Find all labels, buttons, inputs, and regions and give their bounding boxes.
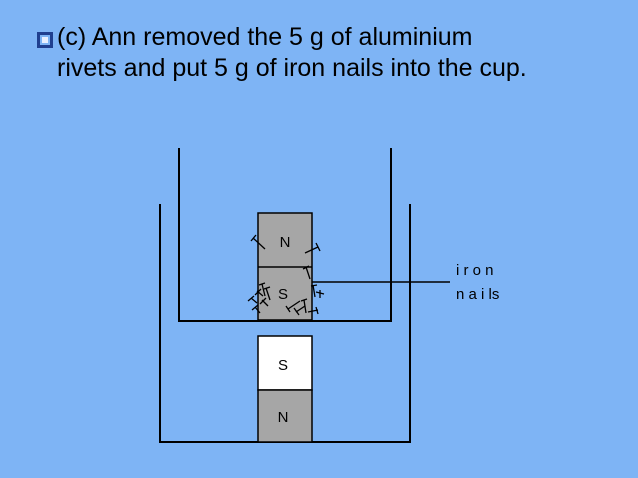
lower-magnet-south [257, 335, 313, 391]
cup [178, 148, 392, 322]
iron-label-line-1: i r o n [456, 262, 494, 279]
upper-magnet-south-label: S [278, 286, 288, 303]
slide-text: (c) Ann removed the 5 g of aluminium riv… [57, 22, 627, 84]
slide-text-line-2: rivets and put 5 g of iron nails into th… [57, 54, 527, 82]
lower-magnet-north-label: N [278, 409, 289, 426]
iron-nails [247, 234, 325, 316]
iron-label-line-2: n a i ls [456, 286, 499, 303]
slide-text-line-1: (c) Ann removed the 5 g of aluminium [57, 23, 473, 51]
lower-magnet-north [257, 389, 313, 443]
upper-magnet-north-label: N [280, 234, 291, 251]
bullet-icon [37, 32, 53, 48]
lower-magnet-south-label: S [278, 357, 288, 374]
